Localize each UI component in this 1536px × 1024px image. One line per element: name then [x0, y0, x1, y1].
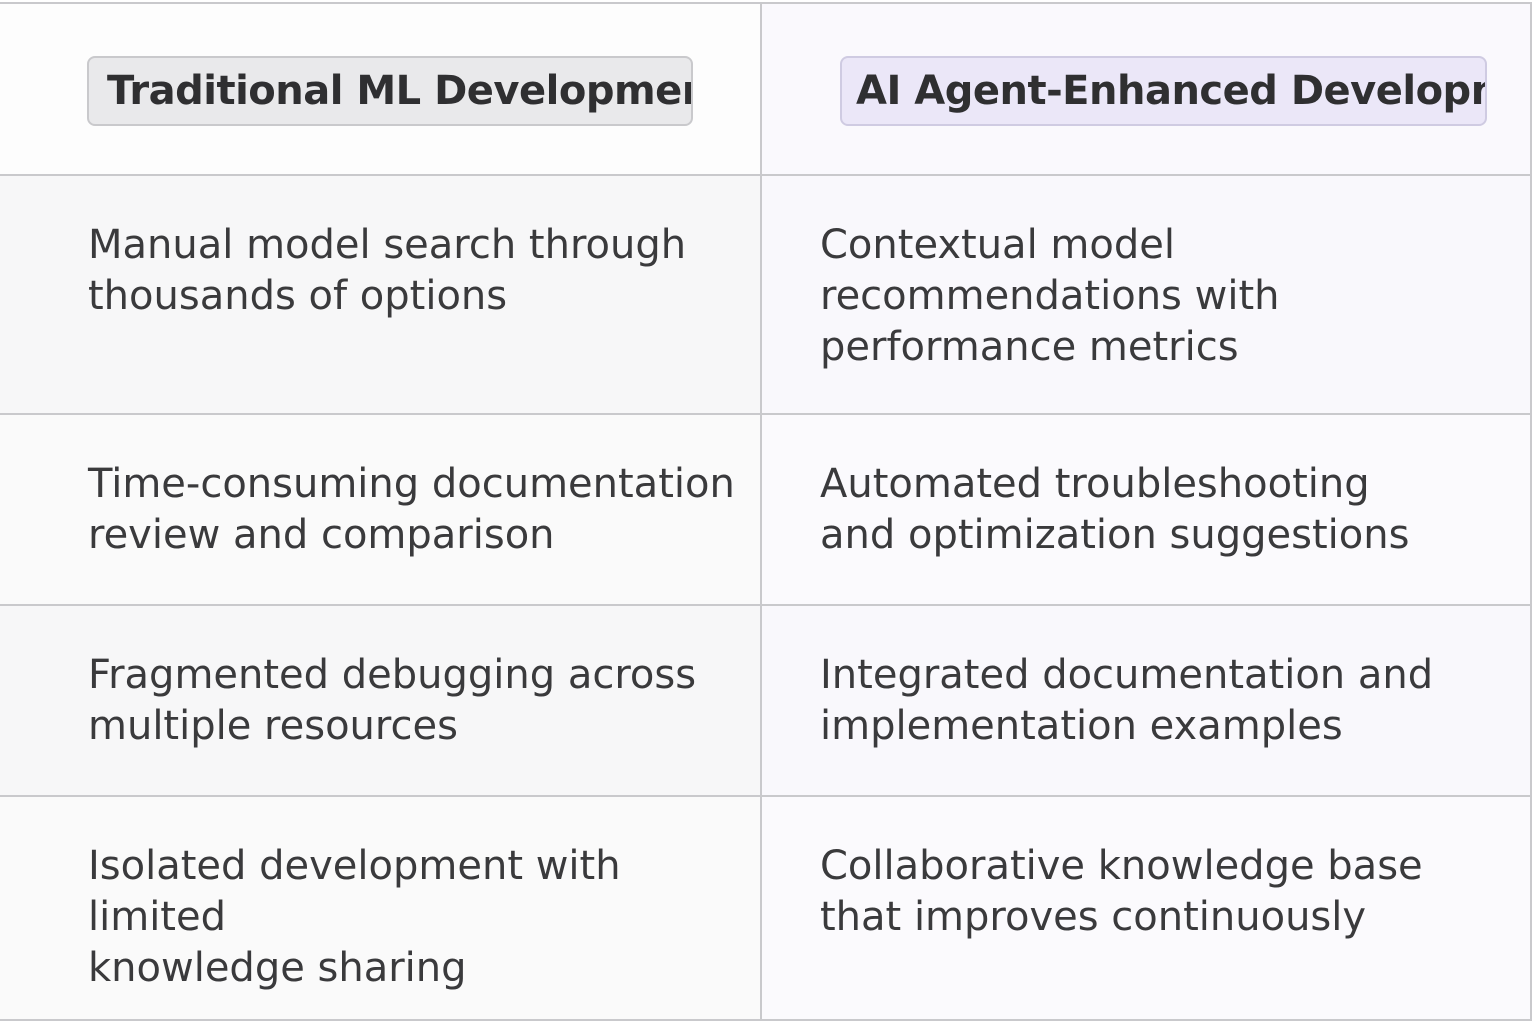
table-row-1-agent: Contextual model recommendations with pe…	[762, 176, 1530, 415]
ai-agent-header: AI Agent-Enhanced Developme	[840, 56, 1487, 126]
table-row-2-traditional: Time-consuming documentation review and …	[0, 415, 762, 606]
cell-text: Collaborative knowledge base that improv…	[820, 843, 1423, 940]
cell-text: Isolated development with limited knowle…	[88, 843, 621, 991]
cell-text: Fragmented debugging across multiple res…	[88, 652, 697, 749]
table-row-3-agent: Integrated documentation and implementat…	[762, 606, 1530, 797]
table-row-3-traditional: Fragmented debugging across multiple res…	[0, 606, 762, 797]
traditional-ml-header: Traditional ML Development	[87, 56, 693, 126]
header-cell-traditional: Traditional ML Development	[0, 4, 762, 176]
table-row-4-agent: Collaborative knowledge base that improv…	[762, 797, 1530, 1019]
cell-text: Integrated documentation and implementat…	[820, 652, 1434, 749]
cell-text: Time-consuming documentation review and …	[88, 461, 735, 558]
header-cell-agent: AI Agent-Enhanced Developme	[762, 4, 1530, 176]
table-row-1-traditional: Manual model search through thousands of…	[0, 176, 762, 415]
table-row-2-agent: Automated troubleshooting and optimizati…	[762, 415, 1530, 606]
cell-text: Automated troubleshooting and optimizati…	[820, 461, 1410, 558]
table-row-4-traditional: Isolated development with limited knowle…	[0, 797, 762, 1019]
cell-text: Contextual model recommendations with pe…	[820, 222, 1280, 370]
cell-text: Manual model search through thousands of…	[88, 222, 687, 319]
